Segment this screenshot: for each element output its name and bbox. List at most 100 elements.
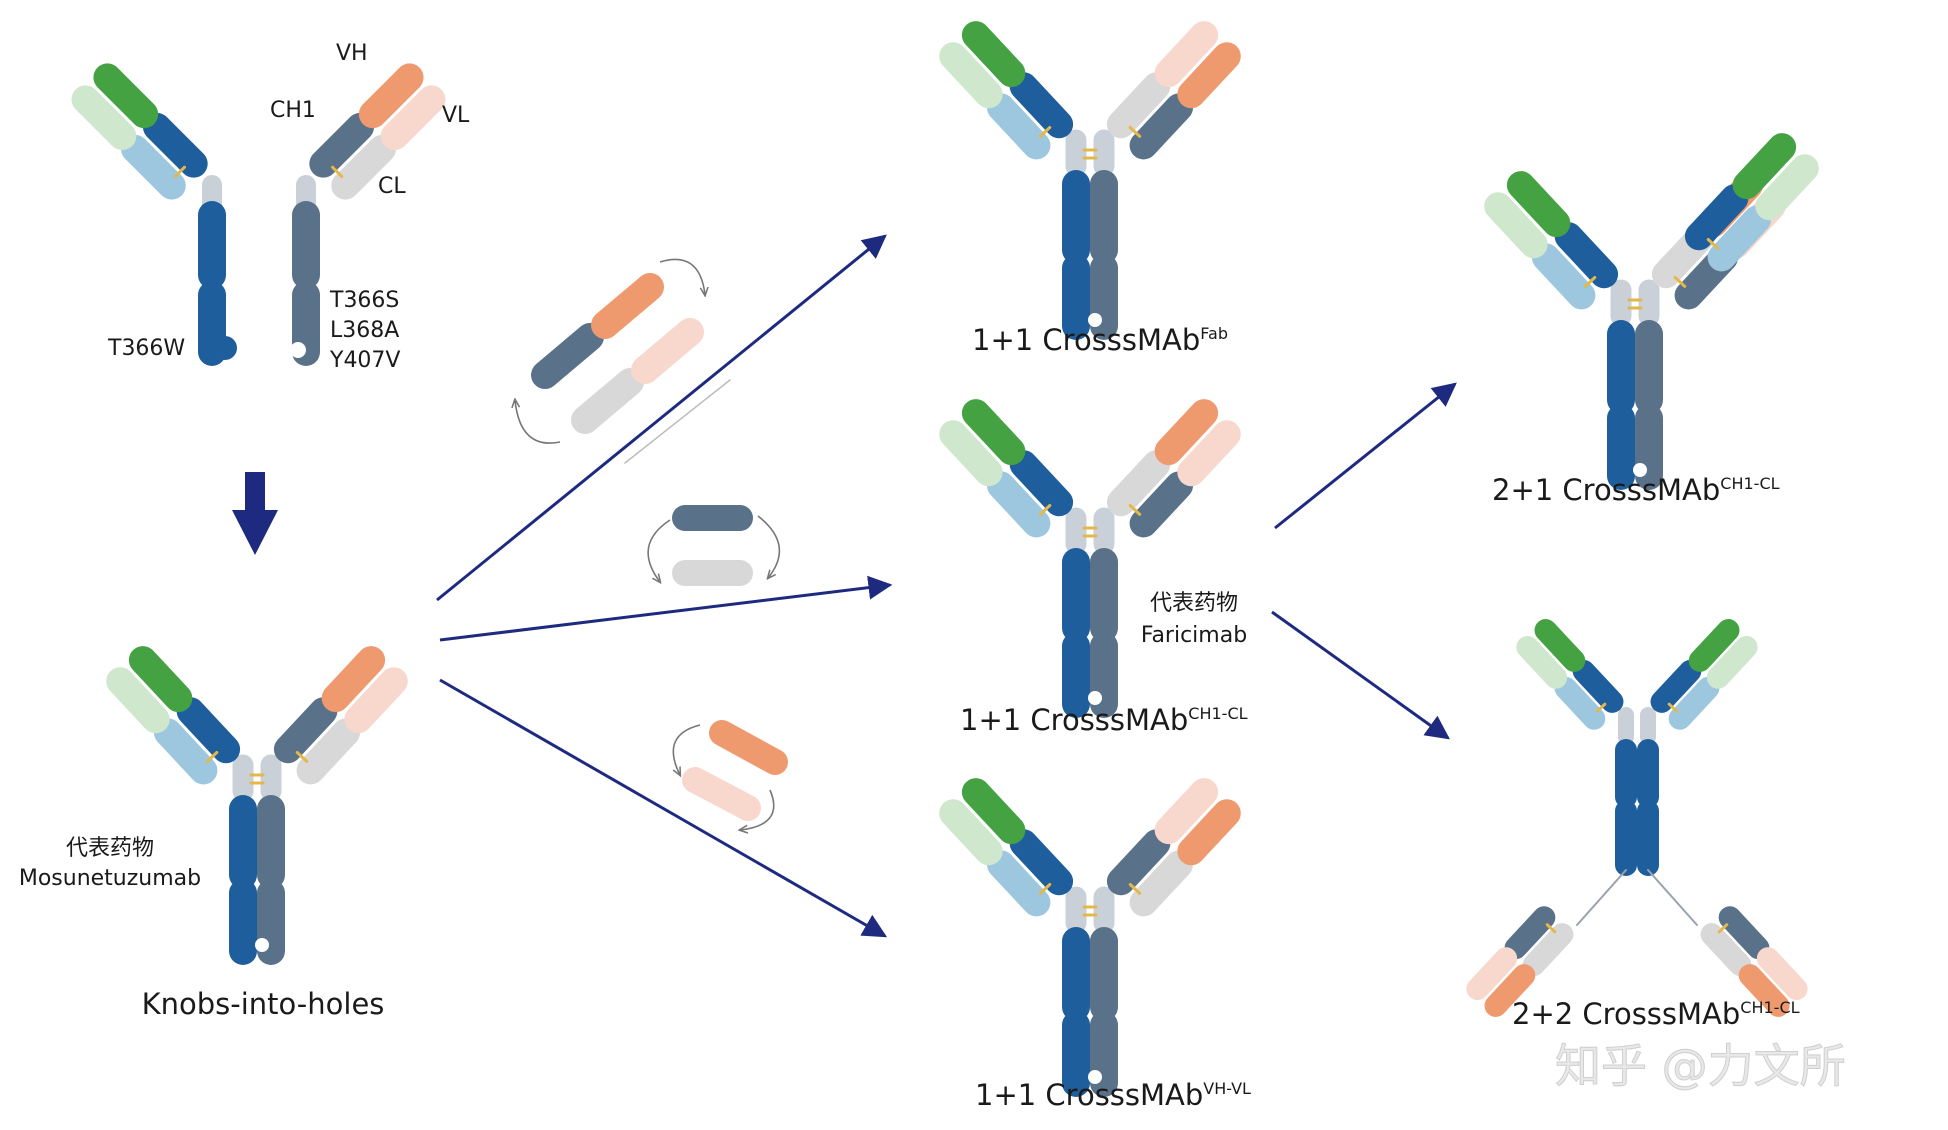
ch1cl-armR-bond [1128,504,1142,516]
two-two-top-r-bond [1667,702,1679,713]
swap3-vl [682,767,761,821]
half-r-ch1 [309,112,375,178]
down-arrow-shaft [245,472,265,512]
label-ch1: CH1 [270,98,316,123]
vhvl-armR-cl [1129,850,1194,917]
two-two-top-l-vh [1534,619,1586,672]
fab-hole [1088,313,1102,327]
caption-vhvl: 1+1 CrosssMAbVH-VL [975,1078,1251,1112]
half-r-cl [331,134,397,200]
antibody-shapes [71,21,1819,1097]
two-one-extra-bond [1706,238,1720,250]
ch1cl-armR-vh [1154,399,1219,466]
fab-armL-vh [961,21,1026,88]
kih-armL-bond [205,751,219,763]
two-two-bot-r-cl [1718,906,1770,960]
caption-fab-main: 1+1 CrosssMAb [972,323,1200,357]
vhvl-armR-bond [1128,883,1142,895]
kih-armR-cl [296,718,361,785]
kih-armL-vh [128,646,193,713]
ch1cl-armL-vl [939,420,1003,487]
arrow-to-vhvl [439,678,888,938]
two-one-armL-cl [1531,243,1596,310]
swap3-vh [709,720,788,775]
swap2-rot-r [757,515,781,578]
caption-fab: 1+1 CrosssMAbFab [972,323,1228,357]
two-two-top-r-vh [1688,619,1740,672]
two-two-bot-r-bond [1717,923,1729,934]
vhvl-armL-vh [961,778,1026,845]
two-one-armL-vl [1484,192,1548,259]
two-two-top-l-ch1 [1572,660,1624,713]
down-arrow-head [232,510,278,555]
two-one-armL-ch1 [1554,222,1619,289]
caption-vhvl-main: 1+1 CrosssMAb [975,1078,1203,1112]
kih-armR-ch1 [273,697,338,764]
swap1-rot-bot [515,400,561,444]
label-hole-2: L368A [330,318,399,343]
label-hole-3: Y407V [329,348,400,373]
vhvl-armR-ch1 [1106,829,1171,896]
swap1-vh [591,273,664,339]
vhvl-armL-ch1 [1009,829,1074,896]
two-two-bot-l-cl [1504,906,1556,960]
label-hole-1: T366S [329,288,399,313]
caption-fab-sup: Fab [1200,324,1228,343]
kih-armR-vl [344,667,408,734]
half-l-vl [71,85,137,151]
kih-hole [255,938,269,952]
two-two-bot-r-vl [1756,947,1808,1001]
fab-armL-cl [986,93,1051,160]
caption-two-two-sup: CH1-CL [1740,998,1799,1017]
caption-ch1cl-sup: CH1-CL [1188,704,1247,723]
caption-two-one-main: 2+1 CrosssMAb [1492,473,1720,507]
ch1cl-armR-vl [1177,420,1241,487]
two-two-top-r-cl [1668,676,1720,730]
two-one-extra-cl [1707,205,1772,272]
half-r-vl [380,85,446,151]
two-two-bot-r-vh [1738,964,1790,1017]
two-one-extra-vh [1732,133,1797,200]
two-one-armL-vh [1506,171,1571,238]
ch1cl-armL-bond [1038,504,1052,516]
caption-ch1cl-main: 1+1 CrosssMAb [960,703,1188,737]
caption-two-one: 2+1 CrosssMAbCH1-CL [1492,473,1780,507]
kih-drug-prefix: 代表药物 [66,836,154,861]
vhvl-armL-bond [1038,883,1052,895]
swap1-ch1 [531,323,604,389]
label-vh: VH [336,41,368,66]
fab-armL-ch1 [1009,72,1074,139]
ch1cl-armR-cl [1129,471,1194,538]
knob [213,336,237,360]
label-cl: CL [378,174,406,199]
two-two-bot-r-ch1 [1700,923,1752,976]
fab-armR-vh [1154,21,1219,88]
two-one-extra-vl [1755,154,1819,221]
caption-two-two-main: 2+2 CrosssMAb [1512,997,1740,1031]
fab-armL-vl [939,42,1003,109]
ch1cl-hole [1088,691,1102,705]
kih-armL-cl [153,718,218,785]
caption-two-two: 2+2 CrosssMAbCH1-CL [1512,997,1800,1031]
two-one-armL-bond [1583,276,1597,288]
two-two-bot-l-ch1 [1522,923,1574,976]
fab-armL-bond [1038,126,1052,138]
ch1cl-drug-prefix: 代表药物 [1150,591,1238,616]
two-two-top-l-bond [1595,702,1607,713]
hole-notch [290,342,306,358]
fab-armR-vl [1177,42,1241,109]
two-two-linker-l [1576,869,1627,926]
kih-caption: Knobs-into-holes [142,987,385,1021]
watermark: 知乎 @力文所 [1555,1039,1846,1093]
two-two-top-r-ch1 [1650,660,1702,713]
kih-armL-vl [106,667,170,734]
label-vl: VL [442,103,470,128]
text-labels: VHVLCH1CLT366WT366SL368AY407V代表药物Mosunet… [19,41,1846,1112]
vhvl-armL-vl [939,799,1003,866]
half-l-cl [120,134,186,200]
ch1cl-armR-ch1 [1106,450,1171,517]
label-knob: T366W [107,336,185,361]
two-two-linker-r [1647,869,1698,926]
two-two-bot-l-bond [1545,923,1557,934]
